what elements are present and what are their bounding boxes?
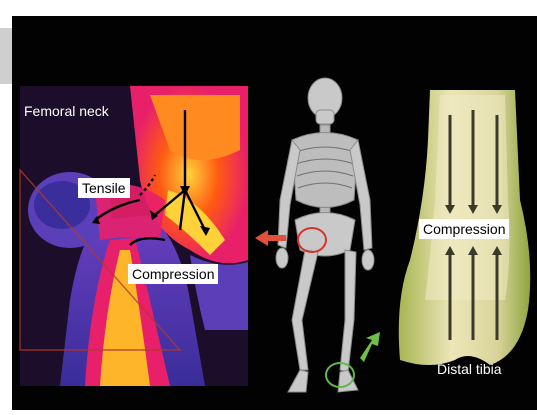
label-femoral-neck: Femoral neck bbox=[24, 104, 109, 118]
label-compression-left: Compression bbox=[128, 264, 218, 284]
label-distal-tibia: Distal tibia bbox=[437, 362, 502, 376]
femur-thermal-image bbox=[20, 86, 248, 386]
label-compression-right: Compression bbox=[419, 219, 509, 239]
label-tensile: Tensile bbox=[78, 178, 130, 198]
